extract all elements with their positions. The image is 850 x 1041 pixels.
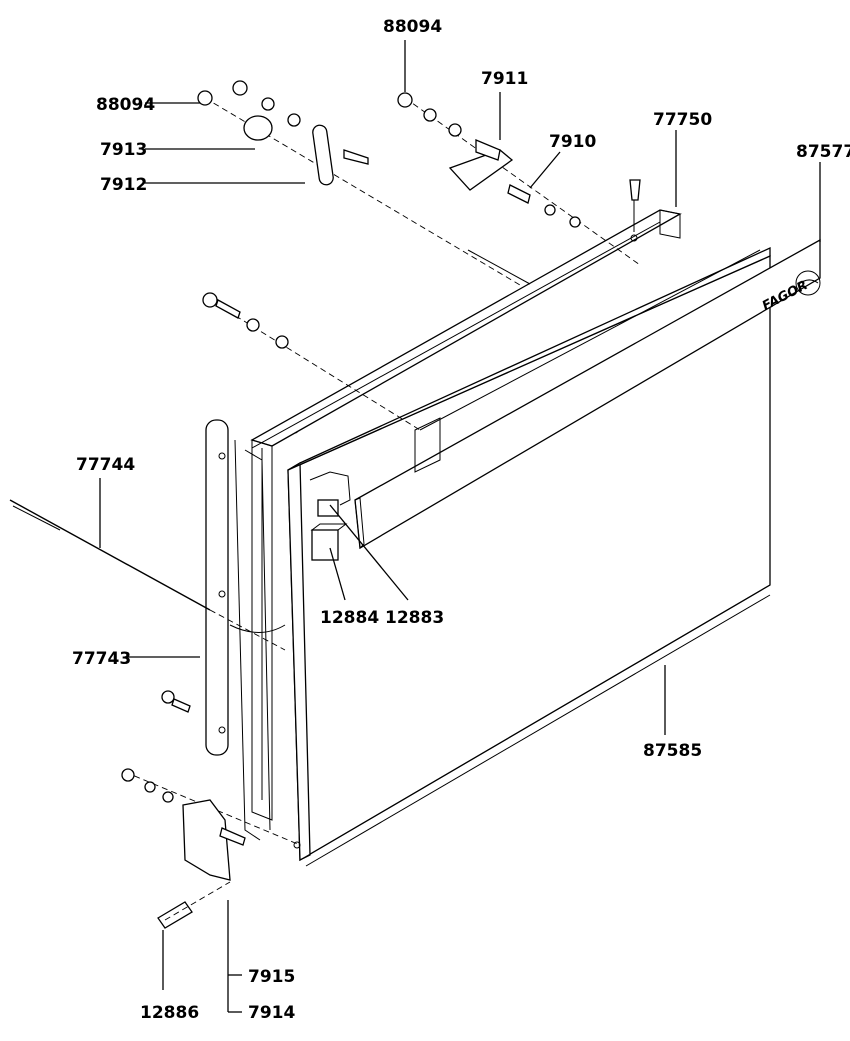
- middle-fasteners: [202, 292, 421, 431]
- label-7911: 7911: [481, 69, 528, 89]
- leader-lines: [99, 40, 821, 1013]
- right-hinge-hardware: [397, 92, 641, 266]
- label-7915: 7915: [248, 967, 295, 987]
- label-7912: 7912: [100, 175, 147, 195]
- bottom-hinge-hardware: [121, 690, 301, 929]
- label-12883: 12883: [385, 608, 444, 628]
- lock-blocks: [309, 471, 351, 561]
- label-88094-left: 88094: [96, 95, 155, 115]
- label-7914: 7914: [248, 1003, 295, 1023]
- part-labels: 88094 88094 7911 7910 77750 87577 7913 7…: [72, 17, 850, 1023]
- label-77743: 77743: [72, 649, 131, 669]
- side-handle-bar: [205, 419, 286, 841]
- label-7913: 7913: [100, 140, 147, 160]
- inner-frame: [250, 209, 682, 821]
- label-7910: 7910: [549, 132, 596, 152]
- label-87585: 87585: [643, 741, 702, 761]
- label-77750: 77750: [653, 110, 712, 130]
- label-12884: 12884: [320, 608, 379, 628]
- label-12886: 12886: [140, 1003, 199, 1023]
- label-87577: 87577: [796, 142, 850, 162]
- brand-logo-icon: [795, 270, 821, 296]
- door-panel: [287, 246, 771, 867]
- left-hinge-hardware: [197, 80, 531, 286]
- threaded-rod: [9, 499, 286, 651]
- label-88094-top: 88094: [383, 17, 442, 37]
- label-77744: 77744: [76, 455, 135, 475]
